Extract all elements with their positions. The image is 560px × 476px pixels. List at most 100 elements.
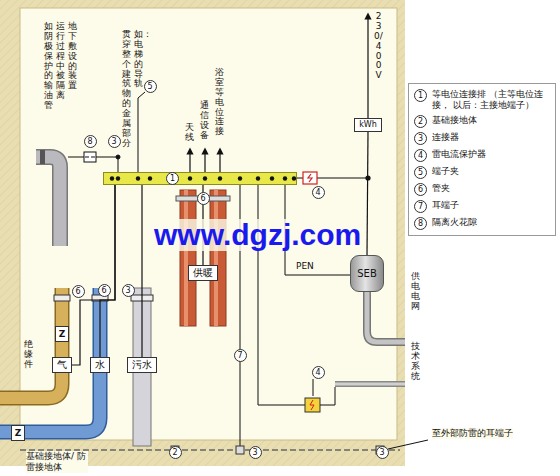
heating-pipe (210, 190, 226, 326)
supply-line (308, 174, 312, 182)
terminal-dot (292, 176, 296, 180)
callout-number: 1 (414, 89, 427, 102)
callout-number: 7 (414, 200, 427, 213)
heating-pipe (180, 190, 196, 326)
supply-line (303, 172, 317, 184)
box-label: 供暖 (193, 267, 213, 279)
terminal-dot (238, 176, 242, 180)
box-label: 水 (95, 359, 105, 371)
isolated-pipe (36, 150, 60, 246)
watermark: www.dgzj.com (152, 219, 363, 251)
gas-pipe (0, 288, 62, 398)
note-text: 如：阴极保护的输油管 (44, 22, 53, 111)
metal-parts-leader (138, 92, 145, 172)
key-text: 耳端子 (432, 200, 550, 213)
supply-cable (367, 290, 405, 342)
isolated-pipe (40, 150, 45, 164)
building-wall (0, 0, 405, 466)
bonding-arrows (189, 151, 190, 172)
note-text: 浴室等电位连接 (215, 68, 224, 137)
callout-number: 3 (376, 446, 389, 459)
spark-gap-wire (68, 157, 84, 158)
callout-number: 6 (72, 285, 85, 298)
key-text: 等电位连接排 （主等电位连接， 以后：主接地端子） (432, 89, 550, 111)
callout-number: 3 (249, 446, 262, 459)
building-wall (0, 0, 405, 466)
box-label: kWh (359, 120, 377, 130)
terminal-dot (188, 176, 192, 180)
box-label: 气 (57, 359, 67, 371)
building-wall (0, 0, 405, 466)
gas-box: 气 (52, 357, 72, 373)
key-text: 端子夹 (432, 166, 550, 179)
box-label: SEB (357, 268, 377, 280)
service-box: SEB (350, 255, 384, 292)
key-text: 隔离火花隙 (432, 217, 550, 230)
bonding-wire (367, 132, 368, 255)
key-text: 基础接地体 (432, 115, 550, 128)
note-text: 供电电网 (411, 272, 420, 312)
gas-pipe (0, 288, 62, 398)
note-text: 天线 (185, 123, 194, 143)
callout-number: 1 (166, 172, 179, 185)
supply-line (367, 16, 368, 118)
bonding-wire (100, 185, 115, 357)
callout-number: 4 (312, 186, 325, 199)
supply-cable (367, 290, 405, 342)
bonding-bar: 1 (103, 172, 297, 185)
callout-number: 3 (108, 135, 121, 148)
callout-number: 3 (414, 132, 427, 145)
note-text: 至外部防雷的耳端子 (432, 428, 513, 439)
terminal-dot (283, 176, 287, 180)
insulator-box: Z (55, 326, 70, 342)
pipe-clamp (54, 295, 70, 301)
note-text: 通信设备 (200, 101, 209, 141)
terminal-dot (270, 176, 274, 180)
note-text: 地下敷设的装置 (68, 22, 77, 91)
note-text: 运行过程中被隔离 (56, 22, 65, 101)
callout-number: 4 (414, 149, 427, 162)
note-text: 绝缘件 (24, 340, 33, 370)
note-text: 贯穿整个建筑物的金属部分 (122, 30, 131, 149)
technical-system (320, 387, 335, 405)
gas-pipe (0, 288, 62, 398)
heating-pipe (214, 190, 218, 326)
heating-pipe (184, 190, 188, 326)
spark-gap-wire (68, 152, 120, 172)
technical-system (335, 381, 405, 387)
terminal-dot (136, 176, 140, 180)
terminal-dot (116, 176, 120, 180)
key-box: 1 等电位连接排 （主等电位连接， 以后：主接地端子） 2 基础接地体 3 连接器 4 雷电流… (408, 83, 556, 236)
building-wall (20, 8, 397, 440)
water-pipe (0, 288, 100, 432)
box-label: Z (59, 328, 66, 340)
conductor-name: PEN (296, 261, 314, 272)
note-text: 基础接地体/ 防雷接地体 (26, 451, 88, 473)
supply-line (297, 16, 370, 184)
isolated-pipe (36, 157, 60, 246)
callout-number: 5 (414, 166, 427, 179)
note-text: 技术系统 (411, 342, 420, 382)
insulator-box: Z (11, 425, 26, 441)
leader-line (388, 440, 428, 449)
callout-number: 2 (414, 115, 427, 128)
bonding-arrows (190, 151, 220, 172)
technical-system (310, 400, 314, 410)
callout-number: 6 (197, 192, 210, 205)
bonding-arrows (204, 151, 205, 172)
key-text: 雷电流保护器 (432, 149, 550, 162)
leader-line (388, 440, 428, 449)
callout-number: 6 (98, 284, 111, 297)
box-label: 污水 (132, 359, 152, 371)
terminal-dot (218, 176, 222, 180)
spark-gap-wire (84, 152, 96, 162)
key-text: 连接器 (432, 132, 550, 145)
note-text: 如：电梯的导轨 (134, 30, 143, 89)
callout-number: 8 (84, 135, 97, 148)
callout-number: 8 (414, 217, 427, 230)
bonding-arrows (219, 151, 220, 172)
technical-system (313, 379, 314, 396)
sewage-box: 污水 (127, 357, 157, 373)
callout-number: 3 (122, 284, 135, 297)
spark-gap-wire (96, 157, 118, 172)
